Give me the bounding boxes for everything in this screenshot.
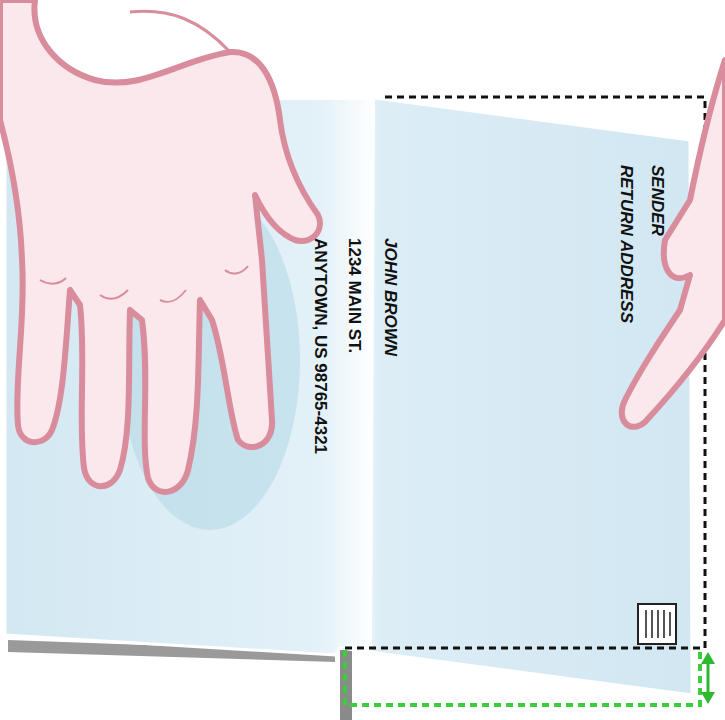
indicia-box bbox=[638, 604, 676, 644]
address-text: SENDER bbox=[647, 165, 667, 236]
address-text: JOHN BROWN bbox=[380, 238, 400, 356]
left-hand bbox=[0, 0, 320, 492]
address-text: ANYTOWN, US 98765-4321 bbox=[310, 238, 330, 454]
knuckle-lines bbox=[40, 266, 248, 302]
edge-shadow bbox=[340, 650, 352, 720]
arrow-head bbox=[701, 652, 715, 704]
hand-crease bbox=[130, 11, 230, 52]
right-hand bbox=[622, 60, 725, 427]
address-text: 1234 MAIN ST. bbox=[344, 238, 364, 353]
indicia-lines bbox=[646, 610, 670, 638]
extra-size-outline bbox=[345, 650, 700, 705]
address-text: RETURN ADDRESS bbox=[616, 165, 636, 323]
postage-indicia bbox=[638, 604, 676, 644]
